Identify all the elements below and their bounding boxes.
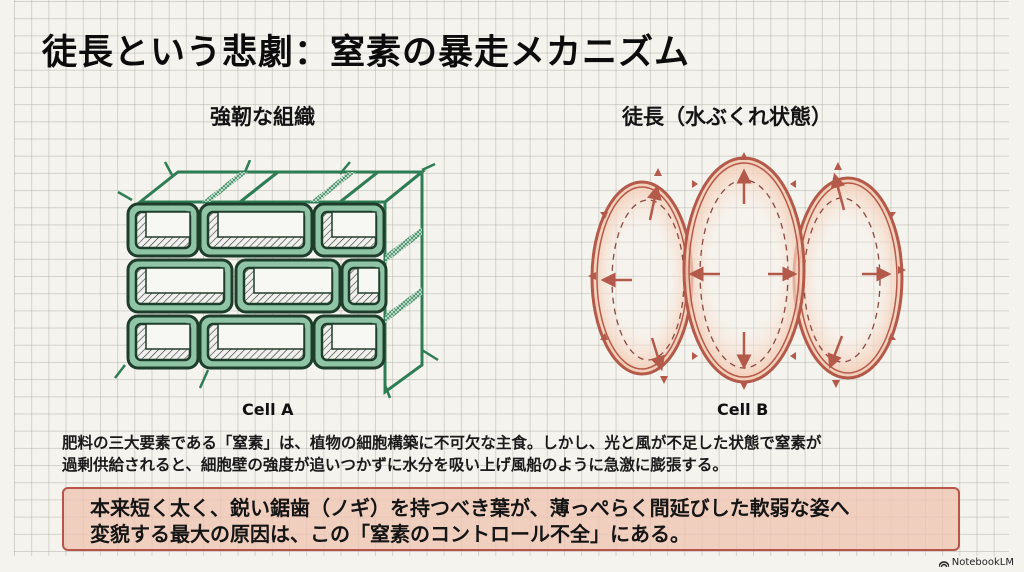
brand-label: NotebookLM xyxy=(951,557,1014,568)
notebooklm-watermark: NotebookLM xyxy=(938,557,1014,568)
page-title: 徒長という悲劇：窒素の暴走メカニズム xyxy=(42,33,691,73)
cell-b-label: Cell B xyxy=(717,400,769,419)
explanation-line-1: 肥料の三大要素である「窒素」は、植物の細胞構築に不可欠な主食。しかし、光と風が不… xyxy=(62,434,822,452)
notebooklm-logo-icon xyxy=(938,560,949,567)
key-point-callout: 本来短く太く、鋭い鋸歯（ノギ）を持つべき葉が、薄っぺらく間延びした軟弱な姿へ 変… xyxy=(62,487,960,551)
callout-line-2: 変貌する最大の原因は、この「窒素のコントロール不全」にある。 xyxy=(90,522,690,546)
explanation-paragraph: 肥料の三大要素である「窒素」は、植物の細胞構築に不可欠な主食。しかし、光と風が不… xyxy=(62,432,962,476)
explanation-line-2: 過剰供給されると、細胞壁の強度が追いつかずに水分を吸い上げ風船のように急激に膨張… xyxy=(62,456,728,474)
left-panel-heading: 強靭な組織 xyxy=(210,105,315,129)
swollen-cells-illustration xyxy=(580,140,910,400)
callout-line-1: 本来短く太く、鋭い鋸歯（ノギ）を持つべき葉が、薄っぺらく間延びした軟弱な姿へ xyxy=(90,496,850,520)
cell-a-label: Cell A xyxy=(242,400,294,419)
rigid-cell-wall-illustration xyxy=(110,159,440,400)
right-panel-heading: 徒長（水ぶくれ状態） xyxy=(622,105,832,129)
